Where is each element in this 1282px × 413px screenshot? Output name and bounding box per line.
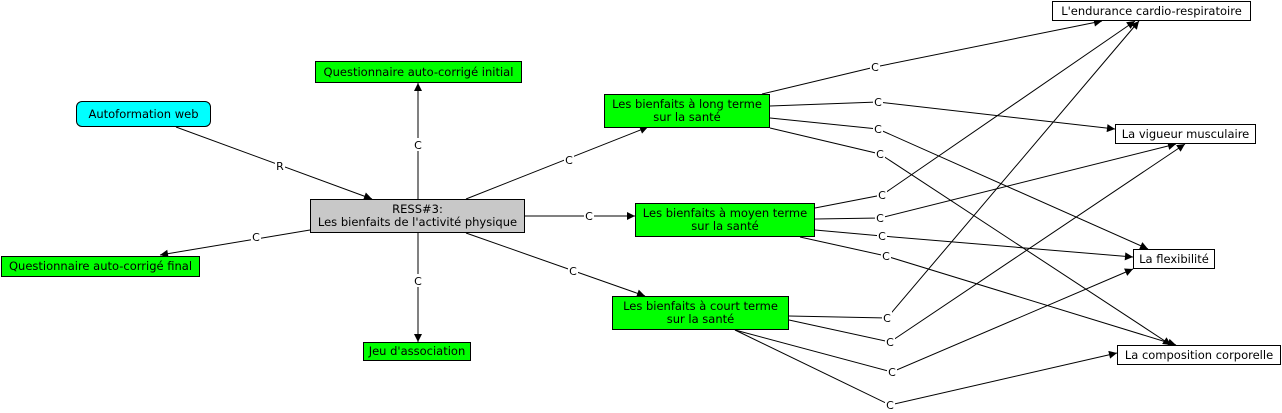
node-bienfaits-court-terme[interactable]: Les bienfaits à court terme sur la santé xyxy=(612,296,789,330)
edge-label: C xyxy=(414,275,422,288)
edge-label: C xyxy=(878,189,886,202)
edge-label: C xyxy=(585,210,593,223)
node-label: Questionnaire auto-corrigé final xyxy=(8,259,193,273)
edge-label: C xyxy=(882,250,890,263)
edge-label: C xyxy=(883,312,891,325)
node-flexibilite[interactable]: La flexibilité xyxy=(1133,249,1215,269)
edge-label: C xyxy=(252,231,260,244)
node-label: La composition corporelle xyxy=(1124,347,1274,362)
node-label-line1: Les bienfaits à moyen terme xyxy=(642,206,808,220)
edge-center-to-long_terme xyxy=(465,126,649,200)
edge-center-to-court_terme xyxy=(465,232,646,298)
edge-label-background xyxy=(875,147,885,160)
node-label: Autoformation web xyxy=(88,106,199,121)
edge-label-background xyxy=(887,365,897,378)
edge-long_terme-to-flexibilite xyxy=(769,117,1149,250)
node-composition-corporelle[interactable]: La composition corporelle xyxy=(1117,345,1281,365)
edge-court_terme-to-composition xyxy=(734,329,1118,406)
edge-label: C xyxy=(876,148,884,161)
edge-label: C xyxy=(414,139,422,152)
edge-label: C xyxy=(878,230,886,243)
edge-label: C xyxy=(886,336,894,349)
edge-label: C xyxy=(871,61,879,74)
edge-label: C xyxy=(886,399,894,412)
node-label-line1: Les bienfaits à court terme xyxy=(623,299,778,313)
edge-label: C xyxy=(888,366,896,379)
edge-label: R xyxy=(276,160,284,173)
edge-label-background xyxy=(873,95,883,108)
node-bienfaits-long-terme[interactable]: Les bienfaits à long terme sur la santé xyxy=(604,94,770,128)
edge-label-background xyxy=(881,249,891,262)
edge-center-to-quiz_final xyxy=(159,229,311,258)
edge-label-background xyxy=(870,60,880,73)
edge-court_terme-to-vigueur xyxy=(788,143,1186,343)
node-vigueur-musculaire[interactable]: La vigueur musculaire xyxy=(1115,124,1256,144)
edge-label-background xyxy=(885,335,895,348)
edge-label: C xyxy=(876,212,884,225)
edge-label-background xyxy=(873,122,883,135)
node-autoformation-web[interactable]: Autoformation web xyxy=(76,101,211,127)
edge-label-background xyxy=(251,230,261,243)
edge-label-background xyxy=(413,274,423,287)
edge-moyen_terme-to-flexibilite xyxy=(814,229,1134,261)
edge-court_terme-to-endurance xyxy=(788,20,1140,319)
edge-label-background xyxy=(885,398,895,411)
edge-label: C xyxy=(565,154,573,167)
edge-label-background xyxy=(413,138,423,151)
edge-moyen_terme-to-composition xyxy=(799,236,1177,347)
node-label: Questionnaire auto-corrigé initial xyxy=(323,64,514,79)
edge-long_terme-to-endurance xyxy=(761,18,1103,95)
node-bienfaits-moyen-terme[interactable]: Les bienfaits à moyen terme sur la santé xyxy=(635,203,815,237)
edge-moyen_terme-to-endurance xyxy=(814,20,1136,209)
node-label: La flexibilité xyxy=(1139,251,1209,266)
node-jeu-association[interactable]: Jeu d'association xyxy=(363,342,471,361)
node-label-line1: Les bienfaits à long terme xyxy=(612,97,762,111)
edge-label-background xyxy=(568,264,578,277)
node-label: Jeu d'association xyxy=(368,344,466,358)
edge-label-background xyxy=(584,209,594,222)
edge-label-background xyxy=(882,311,892,324)
edge-label-background xyxy=(877,188,887,201)
node-label-line2: sur la santé xyxy=(666,312,735,326)
node-questionnaire-final[interactable]: Questionnaire auto-corrigé final xyxy=(1,256,200,277)
edge-label-background xyxy=(875,211,885,224)
node-questionnaire-initial[interactable]: Questionnaire auto-corrigé initial xyxy=(315,61,522,83)
node-label-line1: RESS#3: xyxy=(392,202,443,216)
node-label: La vigueur musculaire xyxy=(1121,126,1250,141)
edge-label-background xyxy=(275,159,285,172)
edge-label: C xyxy=(569,265,577,278)
node-label-line2: sur la santé xyxy=(691,219,759,233)
node-ress3-center[interactable]: RESS#3: Les bienfaits de l'activité phys… xyxy=(310,199,525,233)
node-label: L'endurance cardio-respiratoire xyxy=(1061,3,1242,18)
node-endurance-cardio[interactable]: L'endurance cardio-respiratoire xyxy=(1052,1,1251,21)
edge-long_terme-to-vigueur xyxy=(769,101,1116,133)
edge-autoformation-to-center xyxy=(175,126,373,200)
node-label-line2: Les bienfaits de l'activité physique xyxy=(317,215,518,229)
edge-label: C xyxy=(874,96,882,109)
edge-court_terme-to-flexibilite xyxy=(734,268,1134,373)
edge-label-background xyxy=(877,229,887,242)
node-label-line2: sur la santé xyxy=(653,110,721,124)
edge-label-background xyxy=(564,153,574,166)
edge-label: C xyxy=(874,123,882,136)
